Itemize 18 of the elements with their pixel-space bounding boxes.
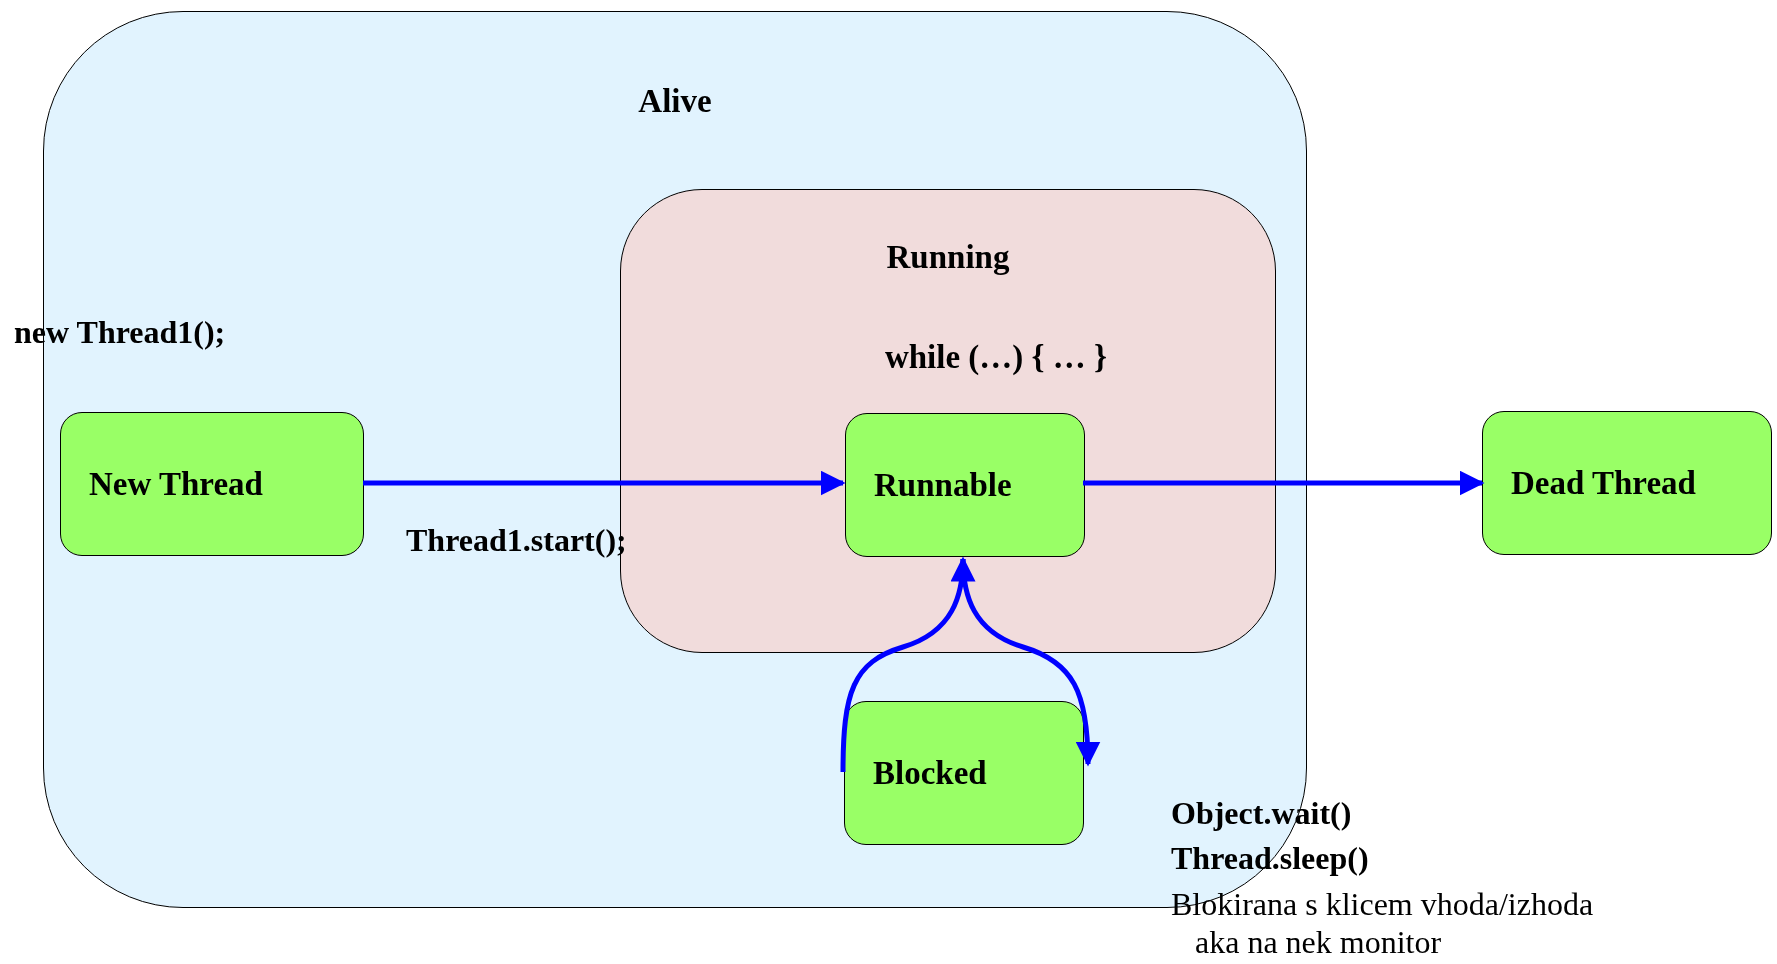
state-box <box>844 701 1084 845</box>
note-text: Thread.sleep() <box>1171 840 1369 877</box>
state-box <box>1482 411 1772 555</box>
region-title: Alive <box>638 82 712 120</box>
region-title: Running <box>886 238 1010 276</box>
state-box <box>60 412 364 556</box>
state-name: Dead Thread <box>1511 464 1696 502</box>
state-name: Runnable <box>874 466 1012 504</box>
arrow <box>960 558 1101 767</box>
arrow <box>363 470 846 496</box>
note-text: Blokirana s klicem vhoda/izhoda aka na nek monitor <box>1171 885 1595 961</box>
state-name: New Thread <box>89 465 263 503</box>
state-box <box>845 413 1085 557</box>
arrow <box>840 556 975 773</box>
state-name: Blocked <box>873 754 987 792</box>
arrow <box>1083 470 1485 496</box>
note-text: Object.wait() <box>1171 795 1352 832</box>
code-text: while (…) { … } <box>884 338 1108 376</box>
